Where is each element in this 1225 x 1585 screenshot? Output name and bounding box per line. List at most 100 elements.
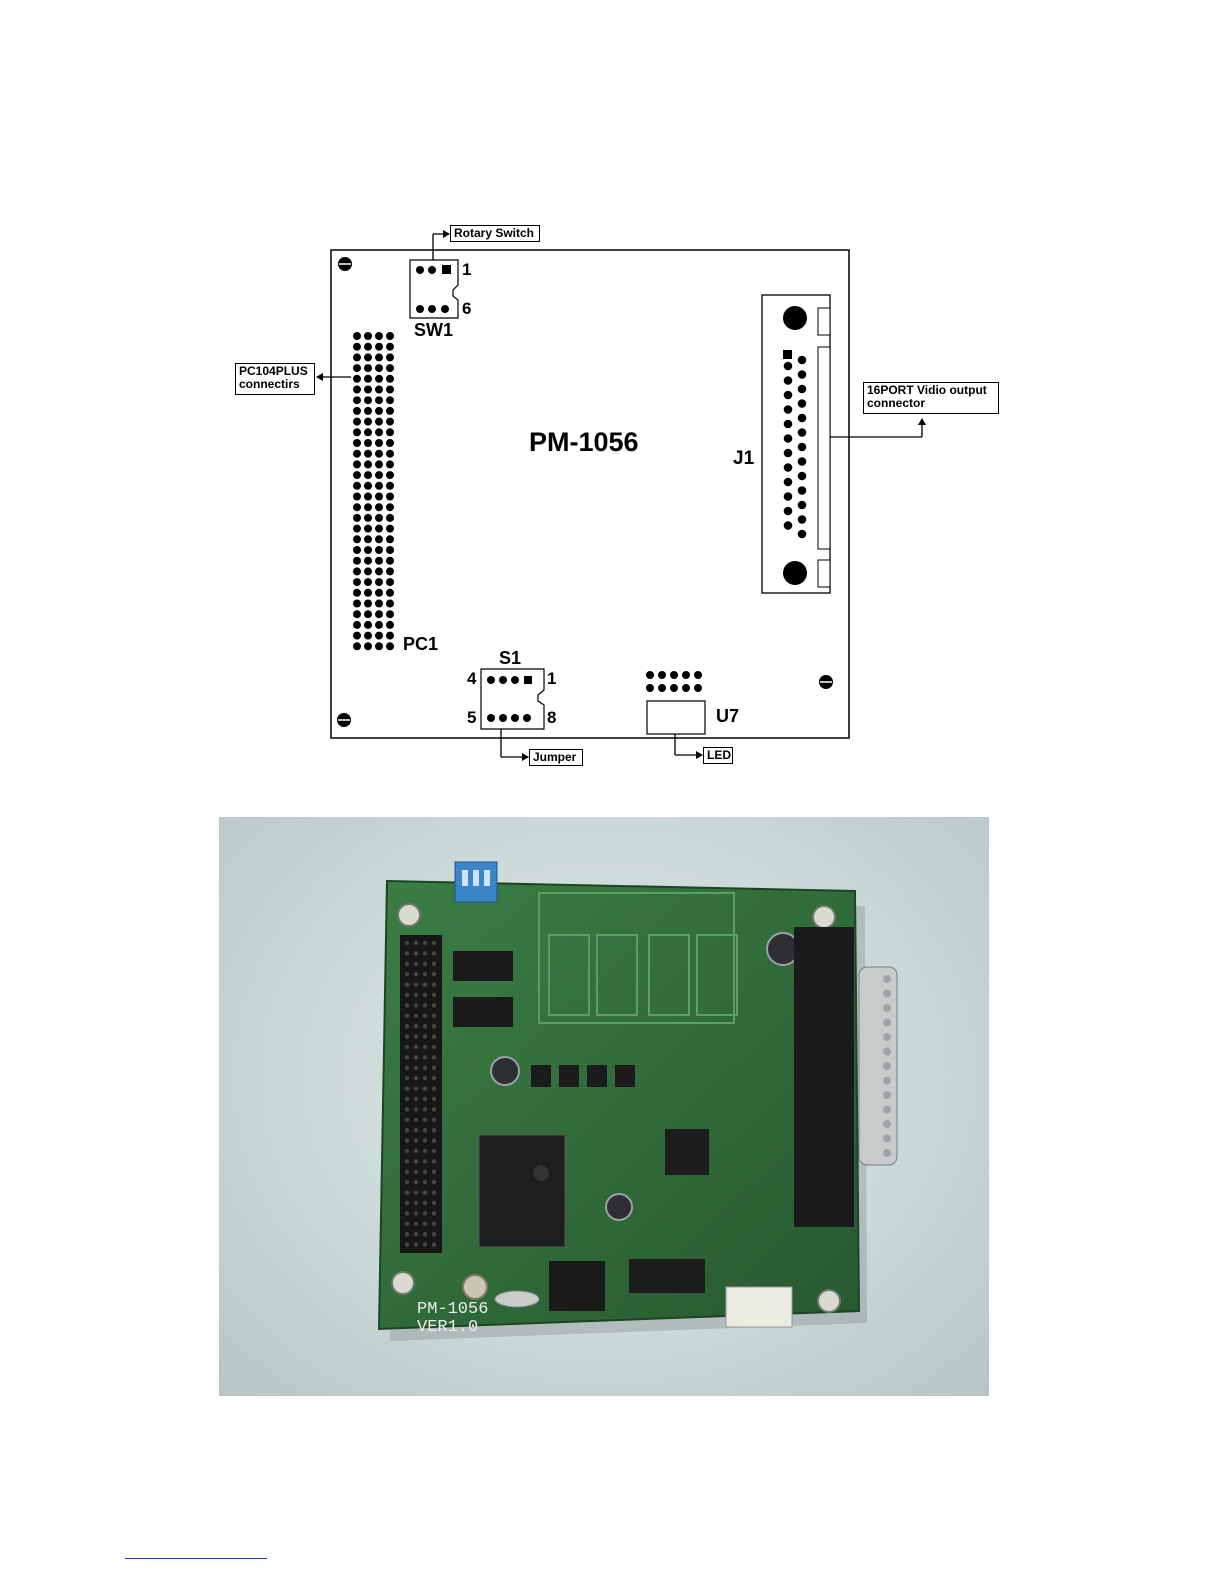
pc1-pin	[375, 353, 383, 361]
header-pin	[405, 1034, 409, 1038]
pc1-pin	[353, 514, 361, 522]
j1-pin	[784, 405, 793, 414]
header-pin	[414, 1024, 418, 1028]
pc1-pin	[375, 514, 383, 522]
pc1-pin	[364, 589, 372, 597]
db-connector	[794, 927, 854, 1227]
header-pin	[414, 1034, 418, 1038]
header-pin	[414, 1211, 418, 1215]
header-pin	[423, 1107, 427, 1111]
header-pin	[405, 1055, 409, 1059]
header-pin	[432, 1107, 436, 1111]
header-pin	[405, 1086, 409, 1090]
jumper-callout: Jumper	[529, 749, 583, 766]
u7-outline	[647, 701, 705, 734]
header-pin	[414, 1107, 418, 1111]
header-pin	[405, 1128, 409, 1132]
header-pin	[423, 1190, 427, 1194]
header-pin	[405, 1076, 409, 1080]
pc1-pin	[353, 332, 361, 340]
pc1-pin	[386, 525, 394, 533]
pc1-pin	[364, 493, 372, 501]
db-pin	[883, 975, 891, 983]
pc1-pin	[353, 493, 361, 501]
j1-pin	[784, 449, 793, 458]
j1-pin	[798, 399, 807, 408]
s1-pin-1: 1	[547, 669, 556, 689]
j1-pin	[784, 463, 793, 472]
sw1-switch	[410, 260, 458, 318]
pc1-pin	[375, 546, 383, 554]
pc1-pin	[386, 600, 394, 608]
pc1-pin	[353, 428, 361, 436]
pc1-pin	[364, 525, 372, 533]
header-pin	[414, 1222, 418, 1226]
header-pin	[432, 962, 436, 966]
pc1-pin	[386, 418, 394, 426]
pc1-pin	[375, 343, 383, 351]
db-pin	[883, 1091, 891, 1099]
header-pin	[414, 1014, 418, 1018]
s1-pin-5: 5	[467, 708, 476, 728]
pc1-pin	[375, 482, 383, 490]
pc1-pin	[375, 407, 383, 415]
header-pin	[405, 1211, 409, 1215]
pc1-pin	[386, 450, 394, 458]
header-pin	[414, 951, 418, 955]
header-pin	[423, 1211, 427, 1215]
header-pin	[414, 1138, 418, 1142]
main-chip	[479, 1135, 565, 1247]
pc1-label: PC1	[403, 634, 438, 655]
pc1-pin	[353, 482, 361, 490]
j1-pin	[798, 486, 807, 495]
header-pin	[423, 1097, 427, 1101]
header-pin	[405, 1222, 409, 1226]
j1-pin	[798, 385, 807, 394]
header-pin	[405, 1190, 409, 1194]
pc1-pin	[353, 375, 361, 383]
pc1-pin	[375, 600, 383, 608]
photo-silkscreen-version: VER1.0	[417, 1318, 478, 1337]
pc1-pin	[364, 450, 372, 458]
pc1-pin	[353, 471, 361, 479]
pc1-pin	[353, 600, 361, 608]
pc1-pin	[375, 428, 383, 436]
pc1-pin	[353, 535, 361, 543]
header-pin	[432, 982, 436, 986]
header-pin	[414, 962, 418, 966]
pc1-pin	[375, 535, 383, 543]
header-pin	[423, 1003, 427, 1007]
pc1-pin	[364, 439, 372, 447]
pc1-pin	[353, 386, 361, 394]
j1-pin	[798, 370, 807, 379]
pc1-pin	[386, 332, 394, 340]
j1-pin	[798, 472, 807, 481]
header-pin	[432, 1055, 436, 1059]
j1-pin	[784, 376, 793, 385]
pc1-pin	[375, 418, 383, 426]
pc1-pin	[386, 353, 394, 361]
header-pin	[423, 1034, 427, 1038]
header-pin	[405, 1138, 409, 1142]
pc1-pin	[375, 396, 383, 404]
led-callout: LED	[703, 747, 733, 764]
sw1-pin-first: 1	[462, 260, 471, 280]
header-pin	[405, 1066, 409, 1070]
pc1-pin	[375, 364, 383, 372]
j1-label: J1	[733, 448, 754, 470]
s1-pin-8: 8	[547, 708, 556, 728]
pc1-pin	[375, 525, 383, 533]
header-pin	[405, 1003, 409, 1007]
header-pin	[423, 941, 427, 945]
pc1-pin	[364, 428, 372, 436]
sw1-label: SW1	[414, 320, 453, 341]
pc1-pin	[353, 503, 361, 511]
header-pin	[414, 982, 418, 986]
db-pin	[883, 1048, 891, 1056]
pc1-pin	[386, 503, 394, 511]
header-pin	[405, 993, 409, 997]
pc1-pin	[364, 418, 372, 426]
pc1-pin	[386, 396, 394, 404]
pc1-pin	[353, 642, 361, 650]
db-pin	[883, 1135, 891, 1143]
